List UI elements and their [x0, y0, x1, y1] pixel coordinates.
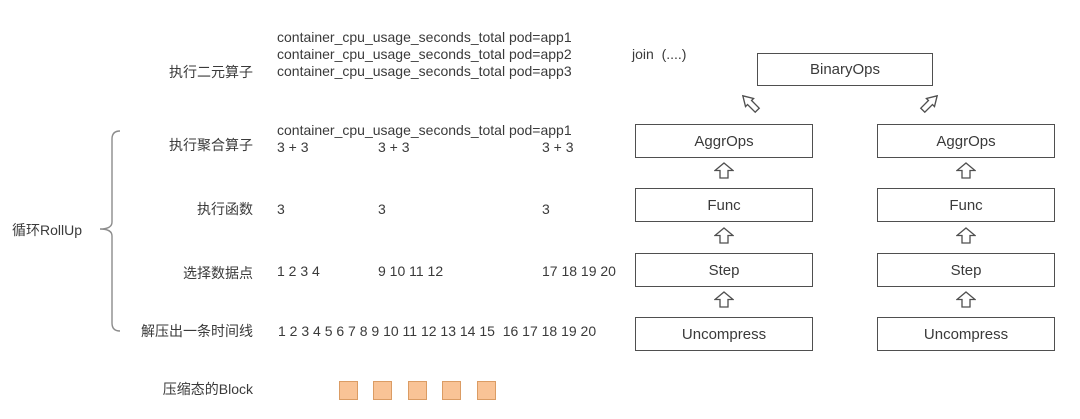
aggr-value: 3 + 3 — [542, 139, 574, 155]
block-square — [442, 381, 461, 400]
query-line-2: container_cpu_usage_seconds_total pod=ap… — [277, 46, 572, 62]
block-square — [373, 381, 392, 400]
block-square — [477, 381, 496, 400]
label-binary-op: 执行二元算子 — [169, 64, 253, 80]
aggr-value: 3 + 3 — [277, 139, 309, 155]
label-select-points: 选择数据点 — [183, 265, 253, 281]
func-value: 3 — [542, 201, 550, 217]
select-points-value: 17 18 19 20 — [542, 263, 616, 279]
select-points-value: 1 2 3 4 — [277, 263, 320, 279]
stage-box-func: Func — [635, 188, 813, 222]
block-square — [408, 381, 427, 400]
select-points-value: 9 10 11 12 — [378, 263, 444, 279]
timeline-points: 1 2 3 4 5 6 7 8 9 10 11 12 13 14 15 16 1… — [278, 323, 597, 339]
label-uncompress: 解压出一条时间线 — [141, 323, 253, 339]
bent-arrow-up-left-icon — [741, 94, 761, 114]
label-rollup-loop: 循环RollUp — [12, 222, 83, 238]
label-compressed-block: 压缩态的Block — [162, 381, 253, 397]
stage-box-aggrops: AggrOps — [635, 124, 813, 158]
stage-box-step: Step — [635, 253, 813, 287]
label-func: 执行函数 — [197, 201, 253, 217]
bent-arrow-up-right-icon — [919, 94, 939, 114]
func-value: 3 — [378, 201, 386, 217]
up-arrow-icon — [714, 227, 734, 244]
aggr-value: 3 + 3 — [378, 139, 410, 155]
query-line-3: container_cpu_usage_seconds_total pod=ap… — [277, 63, 572, 79]
stage-box-aggrops: AggrOps — [877, 124, 1055, 158]
stage-box-uncompress: Uncompress — [877, 317, 1055, 351]
stage-box-step: Step — [877, 253, 1055, 287]
stage-box-uncompress: Uncompress — [635, 317, 813, 351]
up-arrow-icon — [714, 162, 734, 179]
up-arrow-icon — [956, 227, 976, 244]
stage-box-func: Func — [877, 188, 1055, 222]
block-square — [339, 381, 358, 400]
label-aggr-op: 执行聚合算子 — [169, 137, 253, 153]
up-arrow-icon — [956, 162, 976, 179]
query-line-1: container_cpu_usage_seconds_total pod=ap… — [277, 29, 572, 45]
binary-ops-box: BinaryOps — [757, 53, 933, 86]
func-value: 3 — [277, 201, 285, 217]
up-arrow-icon — [714, 291, 734, 308]
rollup-brace-icon — [99, 130, 121, 332]
up-arrow-icon — [956, 291, 976, 308]
query-join-note: join (....) — [632, 46, 687, 62]
aggr-series-line: container_cpu_usage_seconds_total pod=ap… — [277, 122, 572, 138]
